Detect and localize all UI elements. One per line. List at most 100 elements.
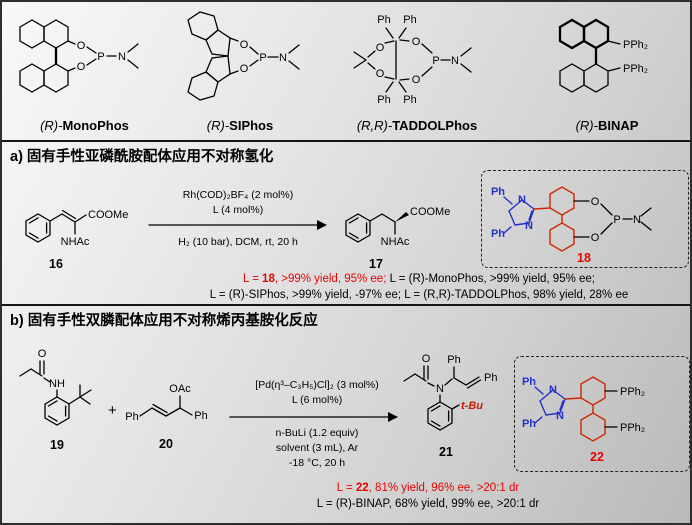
o-atom-label: O <box>38 348 47 360</box>
divider-top <box>2 140 690 142</box>
section-b-heading: b) 固有手性双膦配体应用不对称烯丙基胺化反应 <box>10 313 318 329</box>
ligand-name: BINAP <box>597 118 639 133</box>
compound-17-structure: COOMe NHAc 17 <box>345 206 450 271</box>
conditions-a-above: Rh(COD)₂BF₄ (2 mol%) L (4 mol%) <box>145 188 331 218</box>
o-atom-label: O <box>376 42 385 54</box>
section-a-heading: a) 固有手性亚磷酰胺配体应用不对称氢化 <box>10 149 274 165</box>
plus-sign: + <box>108 402 117 419</box>
ph-label: Ph <box>377 94 390 106</box>
o-atom-label: O <box>591 232 600 244</box>
o-atom-label: O <box>77 61 86 73</box>
conditions-b-line3: n-BuLi (1.2 equiv) <box>275 427 359 439</box>
o-atom-label: O <box>412 74 421 86</box>
ligand-name: SIPhos <box>229 118 274 133</box>
binap-skeleton <box>558 18 621 93</box>
results-a-line1: L = 18, >99% yield, 95% ee; L = (R)-Mono… <box>152 272 686 288</box>
pph2-label: PPh₂ <box>623 39 648 51</box>
nhac-label: NHAc <box>381 236 410 248</box>
ph-label: Ph <box>377 14 390 26</box>
n-atom-label: N <box>279 52 287 64</box>
compound-22-number: 22 <box>590 450 604 464</box>
compound-16-structure: COOMe NHAc 16 <box>25 209 128 271</box>
conditions-b-line5: -18 °C, 20 h <box>288 457 346 470</box>
n-atom-label: N <box>518 194 526 206</box>
conditions-b-line1: [Pd(η³–C₃H₅)Cl]₂ (3 mol%) <box>255 379 379 391</box>
conditions-a-line1: Rh(COD)₂BF₄ (2 mol%) <box>182 189 294 201</box>
o-atom-label: O <box>240 63 249 75</box>
nh-label: NH <box>49 378 65 390</box>
results-a-monophos: L = (R)-MonoPhos, >99% yield, 95% ee; <box>386 273 596 285</box>
compound-18-imidazoline <box>503 196 535 234</box>
o-atom-label: O <box>240 39 249 51</box>
p-atom-label: P <box>259 52 266 64</box>
n-atom-label: N <box>525 220 533 232</box>
results-b-ligand22: 22 <box>355 482 369 494</box>
pph2-label: PPh₂ <box>620 422 645 434</box>
compound-21-number: 21 <box>439 445 453 459</box>
n-atom-label: N <box>556 410 564 422</box>
compound-18-biaryl <box>533 186 575 252</box>
ligand-stereo-prefix: (R)- <box>575 118 598 133</box>
ph-label: Ph <box>403 14 416 26</box>
ph-label: Ph <box>194 410 207 422</box>
compound-22-imidazoline <box>534 386 566 424</box>
pph2-label: PPh₂ <box>620 386 645 398</box>
siphos-skeleton <box>187 11 300 101</box>
conditions-b-below: n-BuLi (1.2 equiv) solvent (3 mL), Ar -1… <box>224 426 410 472</box>
pph2-label: PPh₂ <box>623 63 648 75</box>
compound-22-phosphines <box>604 390 618 428</box>
ligand-stereo-prefix: (R)- <box>206 118 230 133</box>
divider-middle <box>2 304 690 306</box>
ph-label: Ph <box>484 372 497 384</box>
oac-label: OAc <box>169 383 191 395</box>
results-b: L = 22, 81% yield, 96% ee, >20:1 dr L = … <box>172 481 684 512</box>
o-atom-label: O <box>412 36 421 48</box>
results-b-red-prefix: L = <box>336 482 356 494</box>
results-b-line2: L = (R)-BINAP, 68% yield, 99% ee, >20:1 … <box>316 497 540 510</box>
nhac-label: NHAc <box>61 236 90 248</box>
taddolphos-skeleton <box>353 27 472 93</box>
ligand-label-monophos: (R)-MonoPhos <box>7 118 162 133</box>
conditions-a-below: H₂ (10 bar), DCM, rt, 20 h <box>178 236 298 248</box>
o-atom-label: O <box>591 196 600 208</box>
compound-17-number: 17 <box>369 257 383 271</box>
ph-label: Ph <box>522 376 536 388</box>
p-atom-label: P <box>97 51 104 63</box>
ph-label: Ph <box>522 418 536 430</box>
coome-label: COOMe <box>410 206 450 218</box>
results-a: L = 18, >99% yield, 95% ee; L = (R)-Mono… <box>152 272 686 303</box>
compound-16-skeleton <box>25 209 87 243</box>
compound-19-structure: O NH 19 <box>19 348 92 452</box>
ligand-stereo-prefix: (R,R)- <box>356 118 393 133</box>
n-atom-label: N <box>118 51 126 63</box>
compound-20-number: 20 <box>159 437 173 451</box>
ph-label: Ph <box>403 94 416 106</box>
results-a-red-values: , >99% yield, 95% ee; <box>274 273 387 285</box>
ligand-22-box: Ph Ph N N PPh₂ PPh₂ 22 <box>514 356 690 472</box>
compound-21-structure: O N Ph Ph t-Bu 21 <box>403 353 497 459</box>
results-a-red-prefix: L = <box>242 273 263 285</box>
ph-label: Ph <box>491 186 505 198</box>
results-a-ligand18: 18 <box>262 273 275 285</box>
compound-20-structure: Ph OAc Ph 20 <box>125 383 207 451</box>
monophos-skeleton <box>19 19 139 93</box>
p-atom-label: P <box>613 214 620 226</box>
compound-22-structure: Ph Ph N N PPh₂ PPh₂ 22 <box>522 376 645 464</box>
compound-18-structure: Ph Ph N N O O P N 18 <box>491 186 652 265</box>
n-atom-label: N <box>451 55 459 67</box>
compound-19-skeleton <box>19 360 92 426</box>
binap-structure: PPh₂ PPh₂ <box>558 18 648 93</box>
p-atom-label: P <box>432 55 439 67</box>
o-atom-label: O <box>376 68 385 80</box>
taddolphos-structure: Ph Ph Ph Ph O O O O P N <box>353 14 472 106</box>
compound-22-biaryl <box>564 376 606 442</box>
ph-label: Ph <box>447 354 460 366</box>
ligand-name: MonoPhos <box>62 118 129 133</box>
o-atom-label: O <box>422 353 431 365</box>
compound-21-skeleton <box>403 365 482 431</box>
conditions-b-line2: L (6 mol%) <box>291 394 343 407</box>
siphos-structure: O O P N <box>187 11 300 101</box>
n-atom-label: N <box>633 214 641 226</box>
ligand-name: TADDOLPhos <box>392 118 478 133</box>
ligand-label-taddolphos: (R,R)-TADDOLPhos <box>332 118 502 133</box>
